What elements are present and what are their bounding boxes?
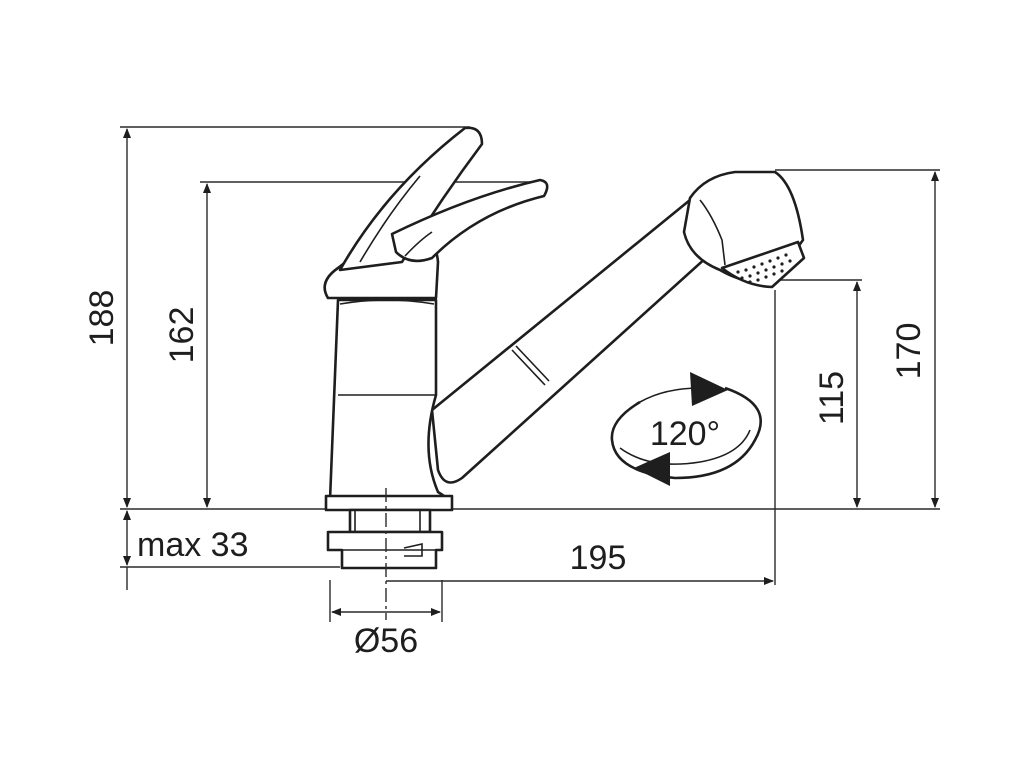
spout-reach-label: 195	[570, 539, 627, 577]
rotation-arrow-top	[690, 372, 728, 406]
spray-head-height-label: 170	[890, 323, 928, 380]
lever-handle-raised	[338, 126, 484, 272]
faucet-body	[328, 298, 452, 502]
overall-height-label: 188	[83, 290, 121, 347]
rotation-arrow-bottom	[634, 452, 670, 486]
dimension-labels: 188 162 max 33 195 Ø56 115 170 120°	[83, 290, 928, 660]
faucet-outline	[323, 126, 806, 620]
mount-thickness-label: max 33	[137, 526, 249, 564]
base-ring	[324, 494, 454, 512]
lever-height-label: 162	[163, 307, 201, 364]
outlet-height-label: 115	[813, 371, 851, 425]
base-diameter-label: Ø56	[354, 622, 418, 660]
spray-nozzle-holes	[736, 253, 792, 284]
rotation-indicator	[610, 372, 762, 486]
spout	[430, 198, 730, 484]
lever-handle-lowered	[390, 178, 549, 263]
extension-lines	[120, 126, 940, 622]
dimension-lines	[123, 128, 939, 616]
rotation-angle-label: 120°	[650, 415, 720, 453]
mounting-shank	[348, 508, 432, 534]
